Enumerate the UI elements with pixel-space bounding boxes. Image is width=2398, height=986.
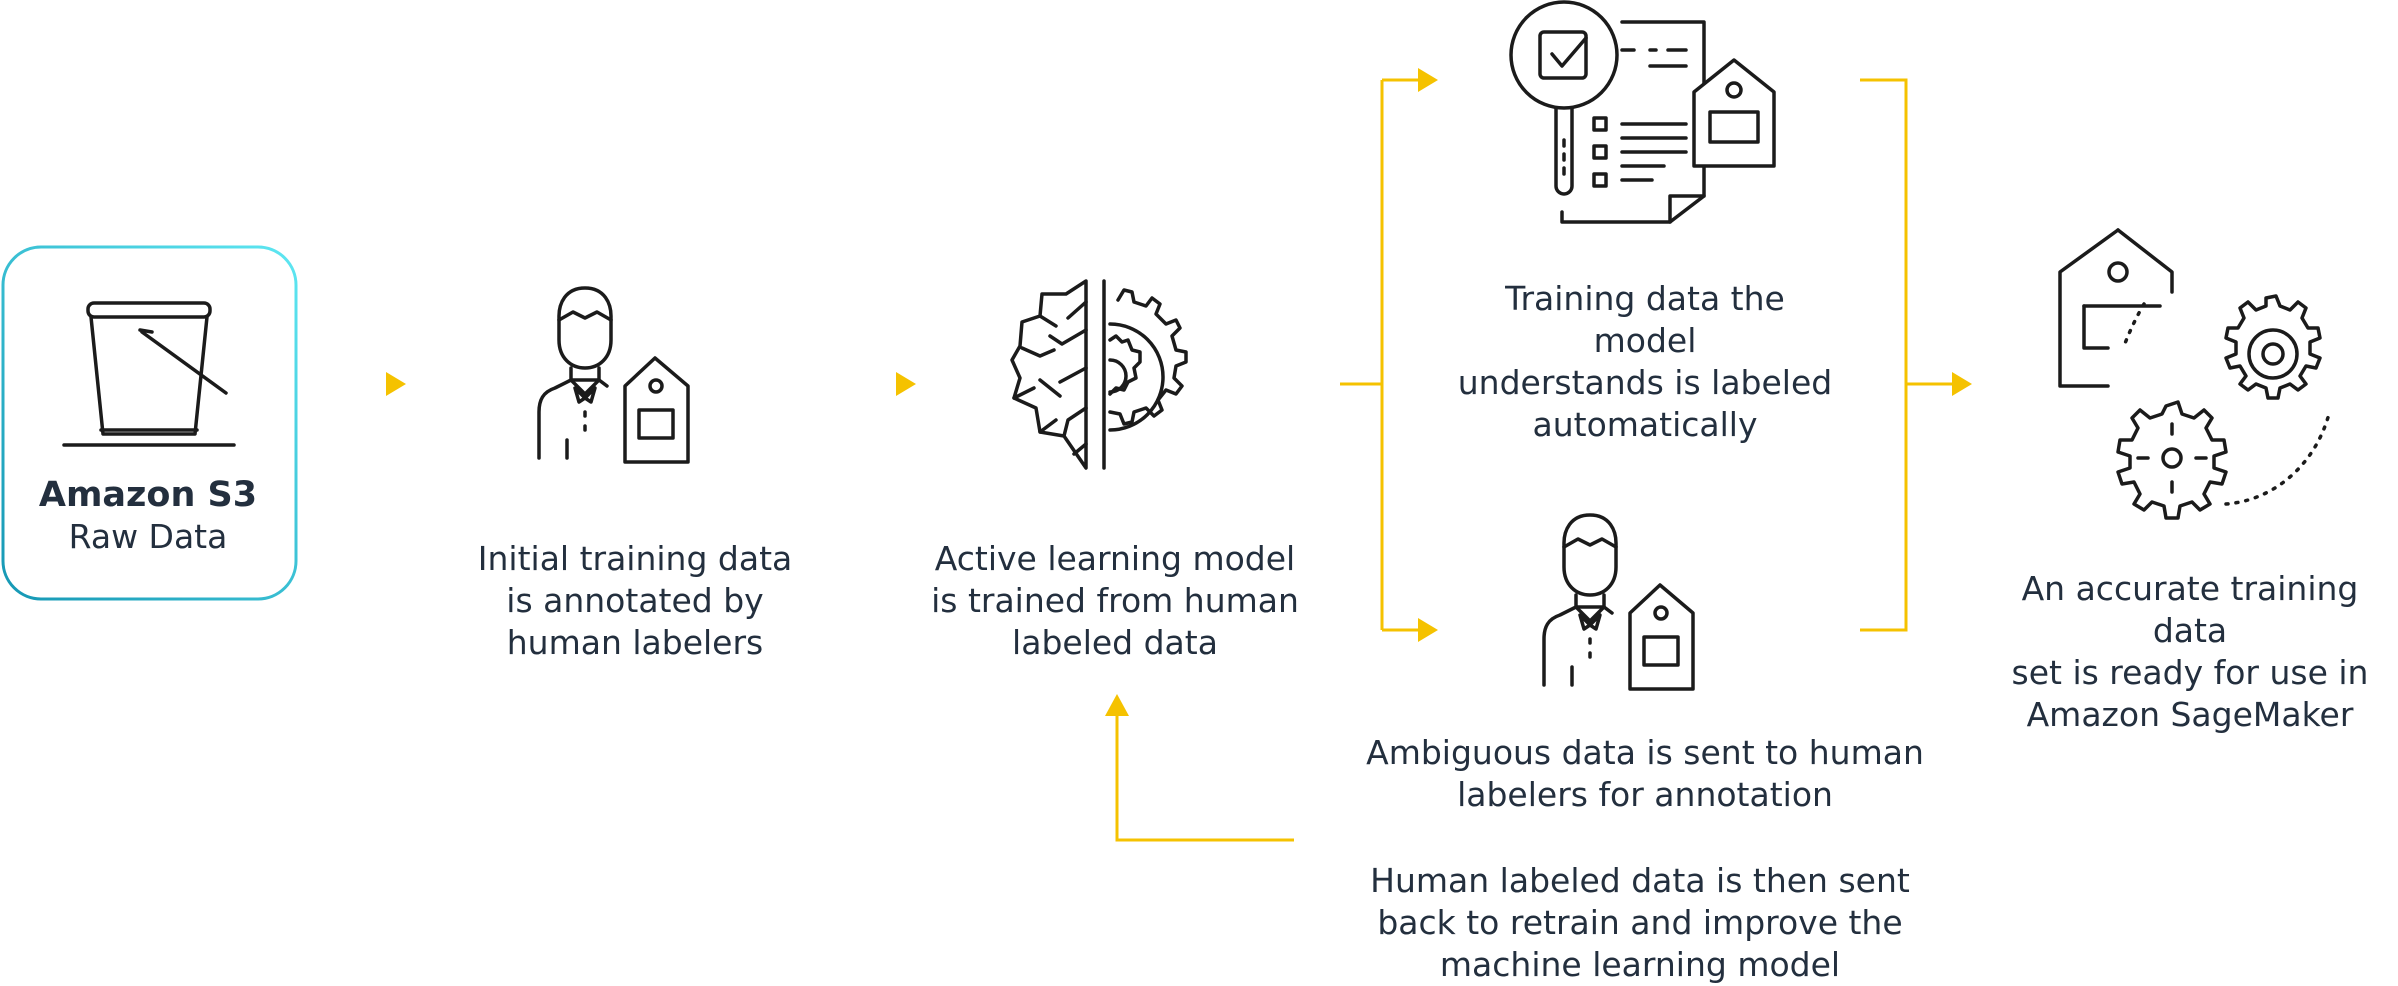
s3-title: Amazon S3	[38, 475, 258, 515]
bucket-icon	[62, 301, 236, 447]
step-active-learning-label: Active learning model is trained from hu…	[931, 539, 1299, 662]
step-retrain-label: Human labeled data is then sent back to …	[1370, 861, 1910, 984]
split-connector	[1340, 78, 1418, 632]
merge-connector	[1860, 78, 1952, 632]
arrow-2	[896, 372, 916, 396]
s3-source-box	[1, 245, 298, 601]
step-output-label: An accurate training data set is ready f…	[2011, 569, 2369, 734]
step-auto-labeling-label: Training data the model understands is l…	[1457, 279, 1833, 444]
brain-gear-icon	[1010, 279, 1188, 470]
step-initial-labeling-label: Initial training data is annotated by hu…	[477, 539, 793, 662]
s3-subtitle: Raw Data	[68, 517, 228, 556]
feedback-loop	[1105, 694, 1294, 842]
document-search-icon	[1509, 0, 1776, 224]
human-labeler-icon	[537, 286, 690, 464]
step-human-labeling-label: Ambiguous data is sent to human labelers…	[1366, 733, 1924, 814]
split-arrowheads	[1418, 68, 1438, 642]
merge-arrowhead	[1952, 372, 1972, 396]
flow-arrows-small	[386, 372, 916, 396]
arrow-1	[386, 372, 406, 396]
human-labeler-icon	[1542, 513, 1695, 691]
tag-gears-icon	[2058, 228, 2332, 520]
